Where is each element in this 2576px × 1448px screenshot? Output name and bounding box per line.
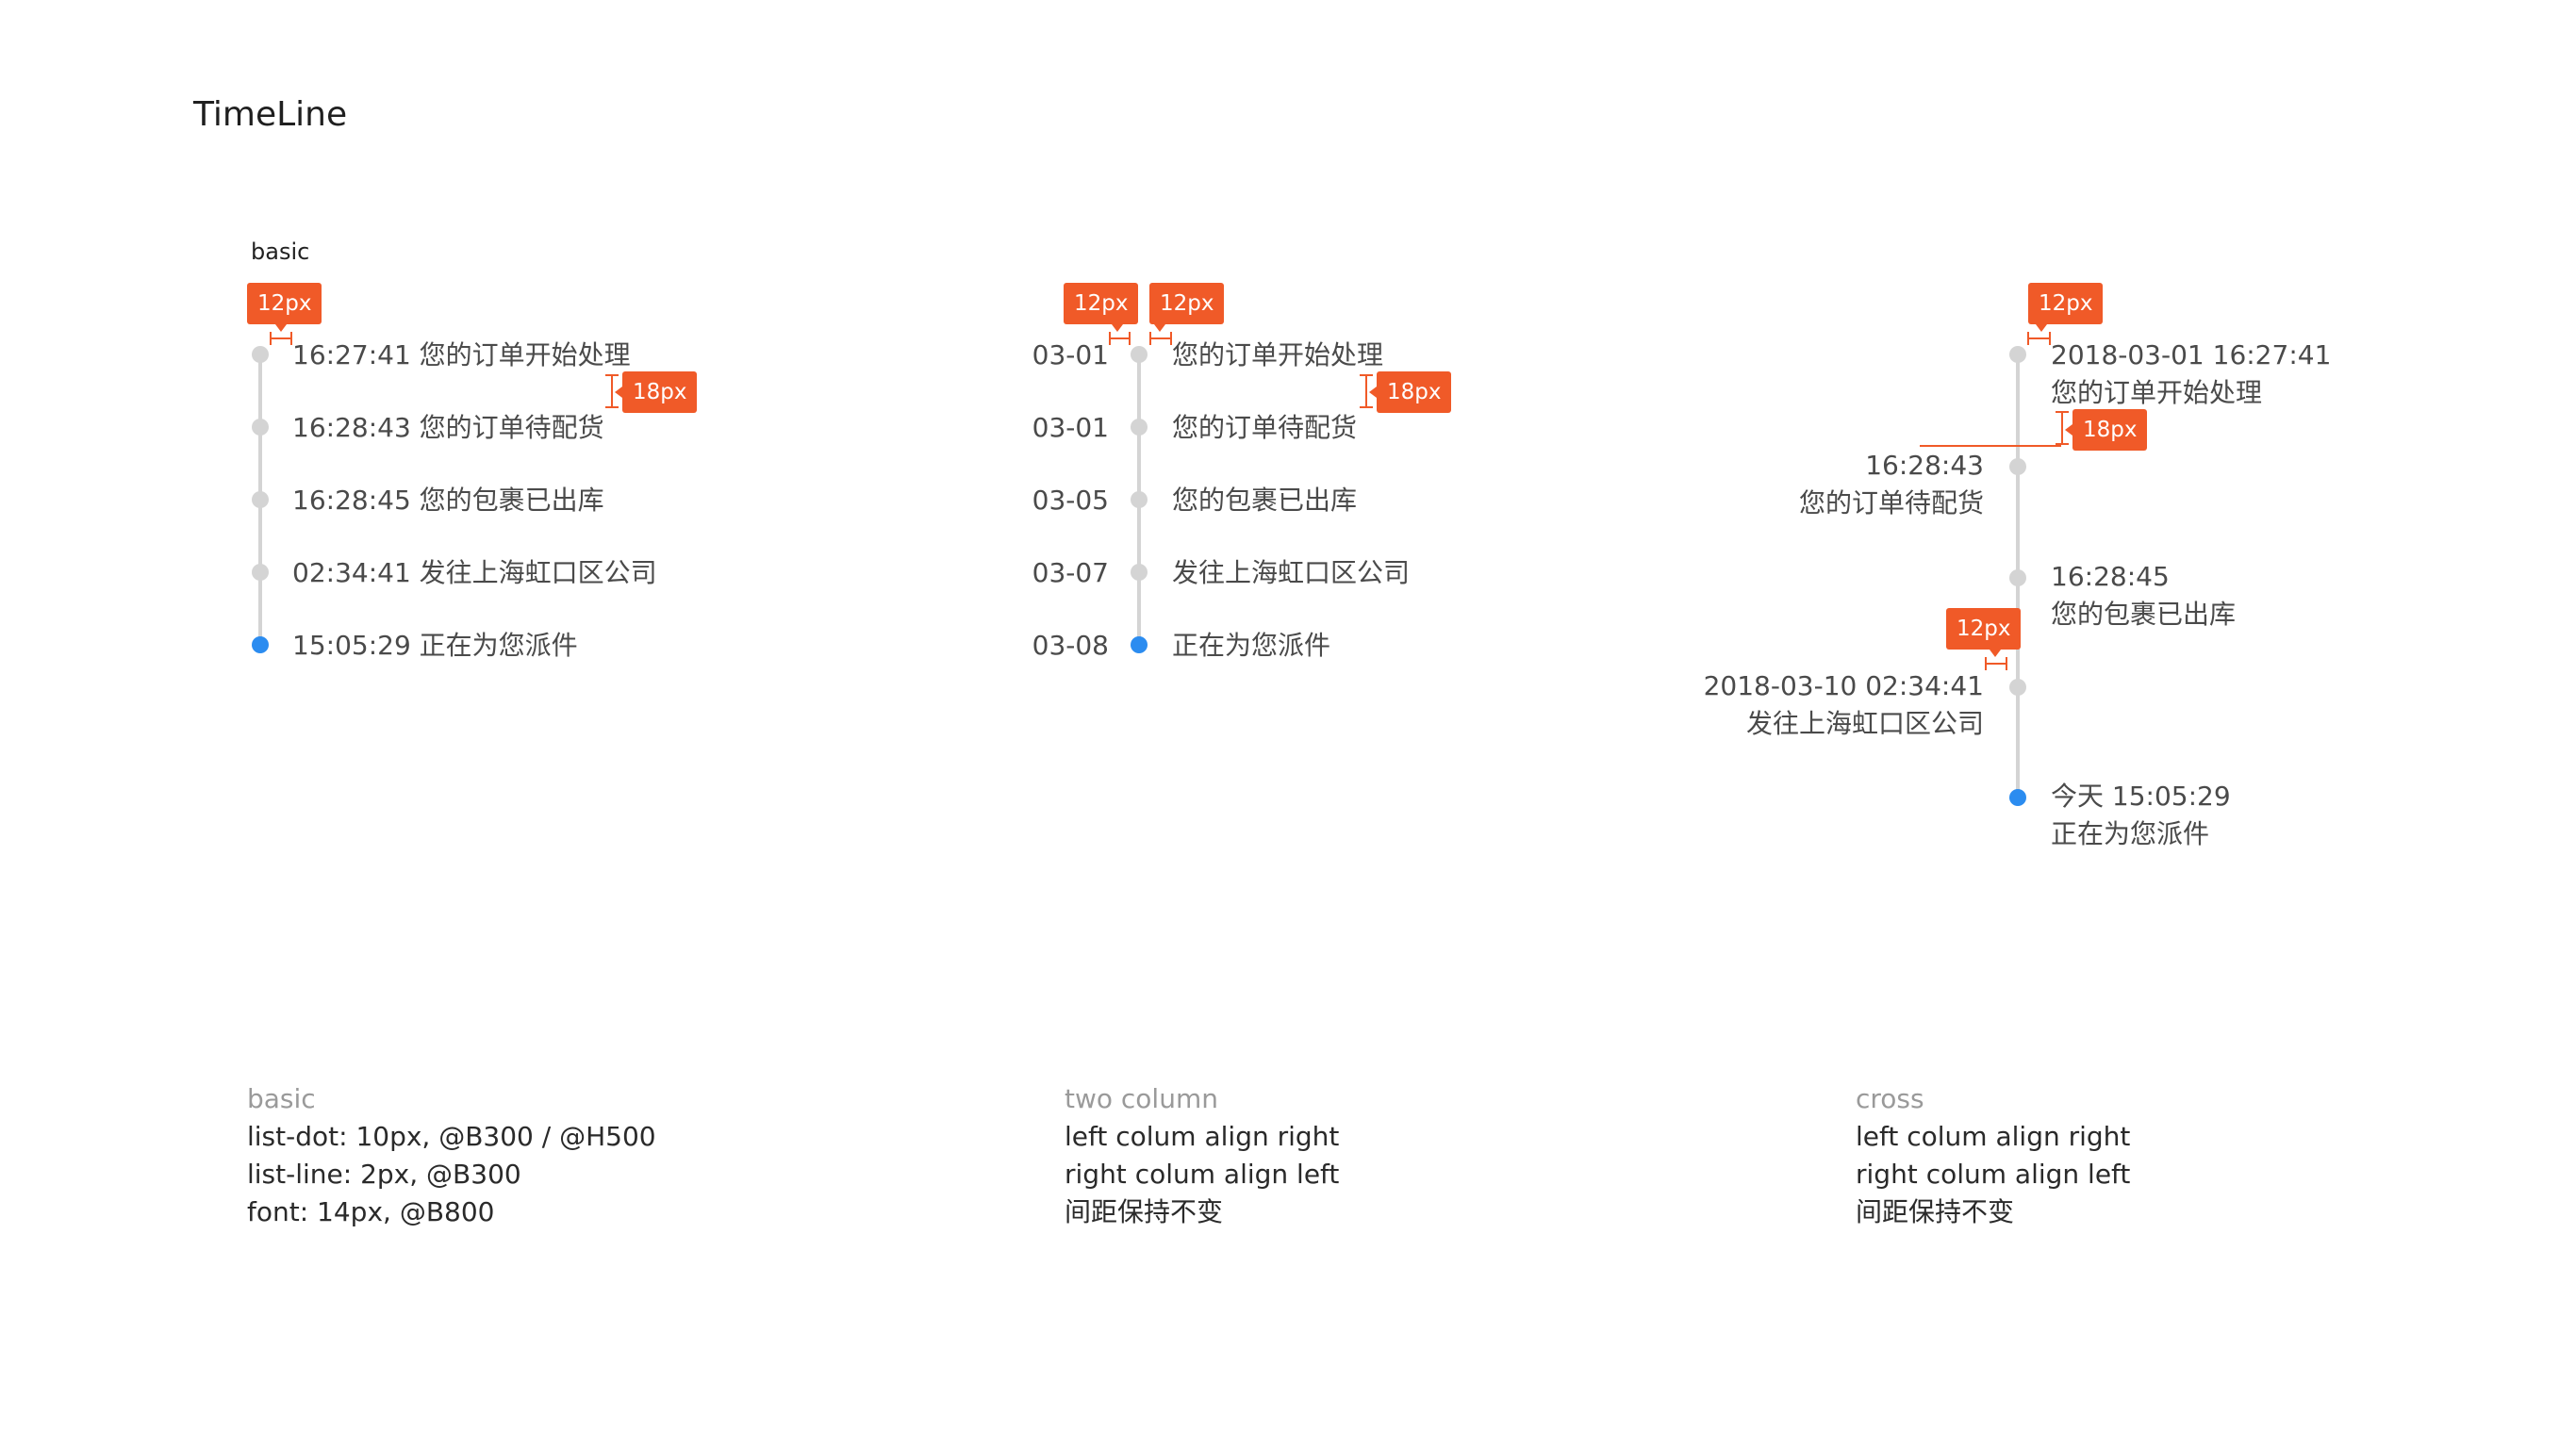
badge-pointer xyxy=(1990,650,2001,657)
vertical-measure xyxy=(605,374,619,408)
note-line: list-line: 2px, @B300 xyxy=(247,1159,521,1190)
page-title: TimeLine xyxy=(193,95,348,134)
timeline-date: 03-05 xyxy=(1032,485,1109,516)
note-line: left colum align right xyxy=(1065,1121,1340,1152)
timeline-item-time: 2018-03-10 02:34:41 xyxy=(1703,670,1984,701)
timeline-item-text: 您的订单待配货 xyxy=(1172,412,1358,443)
spacing-badge-left: 12px xyxy=(1064,283,1139,324)
timeline-date: 03-08 xyxy=(1032,630,1109,661)
note-line: right colum align left xyxy=(1856,1159,2131,1190)
two-column-notes: two column left colum align right right … xyxy=(1065,1080,1339,1231)
note-title: cross xyxy=(1856,1083,1924,1114)
timeline-item-text: 发往上海虹口区公司 xyxy=(1172,557,1411,588)
timeline-date: 03-01 xyxy=(1032,412,1109,443)
spacing-badge-left: 12px xyxy=(1946,608,2022,650)
timeline-dot-active xyxy=(1131,636,1148,653)
spacing-badge-right: 12px xyxy=(1149,283,1225,324)
badge-pointer xyxy=(615,387,622,398)
timeline-item-text: 发往上海虹口区公司 xyxy=(1745,708,1984,739)
timeline-item-time: 2018-03-01 16:27:41 xyxy=(2051,339,2332,370)
spacing-badge-horizontal: 12px xyxy=(247,283,322,324)
badge-pointer xyxy=(275,324,287,332)
badge-pointer xyxy=(1369,387,1377,398)
horizontal-measure xyxy=(1149,332,1172,345)
horizontal-measure xyxy=(1109,332,1131,345)
vertical-measure xyxy=(2056,411,2069,445)
timeline-item-text: 您的订单开始处理 xyxy=(2051,377,2263,408)
badge-pointer xyxy=(2036,324,2047,332)
spacing-badge-vertical: 18px xyxy=(2072,409,2148,451)
timeline-item-text: 您的订单开始处理 xyxy=(1172,339,1384,370)
timeline-item: 16:28:43 您的订单待配货 xyxy=(292,412,604,443)
timeline-item-text: 正在为您派件 xyxy=(2051,818,2210,849)
timeline-dot xyxy=(1131,346,1148,363)
timeline-dot xyxy=(252,491,269,508)
timeline-date: 03-07 xyxy=(1032,557,1109,588)
timeline-dot xyxy=(252,419,269,436)
alignment-guide xyxy=(1920,445,2061,447)
badge-pointer xyxy=(2065,424,2072,436)
timeline-dot xyxy=(2009,458,2026,475)
timeline-dot xyxy=(1131,419,1148,436)
spacing-badge-vertical: 18px xyxy=(622,371,698,413)
timeline-dot xyxy=(252,564,269,581)
timeline-dot xyxy=(2009,679,2026,696)
basic-section-label: basic xyxy=(251,239,310,265)
timeline-dot xyxy=(2009,346,2026,363)
timeline-item-text: 您的包裹已出库 xyxy=(1172,485,1358,516)
timeline-item-time: 16:28:45 xyxy=(2051,561,2170,592)
note-line: list-dot: 10px, @B300 / @H500 xyxy=(247,1121,656,1152)
timeline-item: 16:27:41 您的订单开始处理 xyxy=(292,339,631,370)
timeline-item: 02:34:41 发往上海虹口区公司 xyxy=(292,557,657,588)
badge-pointer xyxy=(1112,324,1123,332)
timeline-item-text: 您的订单待配货 xyxy=(1798,487,1984,518)
horizontal-measure xyxy=(2027,332,2051,345)
timeline-item-text: 您的包裹已出库 xyxy=(2051,599,2237,630)
timeline-dot xyxy=(1131,491,1148,508)
timeline-dot xyxy=(252,346,269,363)
timeline-dot xyxy=(2009,569,2026,586)
timeline-dot-active xyxy=(252,636,269,653)
timeline-dot-active xyxy=(2009,789,2026,806)
horizontal-measure xyxy=(1985,657,2007,670)
horizontal-measure xyxy=(270,332,292,345)
timeline-item-text: 正在为您派件 xyxy=(1172,630,1331,661)
note-line: left colum align right xyxy=(1856,1121,2131,1152)
timeline-item: 15:05:29 正在为您派件 xyxy=(292,630,578,661)
note-title: basic xyxy=(247,1083,316,1114)
note-line: 间距保持不变 xyxy=(1065,1196,1224,1227)
timeline-dot xyxy=(1131,564,1148,581)
timeline-item-time: 16:28:43 xyxy=(1865,450,1984,481)
note-title: two column xyxy=(1065,1083,1218,1114)
timeline-item-time: 今天 15:05:29 xyxy=(2051,781,2231,812)
cross-notes: cross left colum align right right colum… xyxy=(1856,1080,2130,1231)
note-line: right colum align left xyxy=(1065,1159,1340,1190)
vertical-measure xyxy=(1360,374,1373,408)
badge-pointer xyxy=(1154,324,1165,332)
timeline-date: 03-01 xyxy=(1032,339,1109,370)
basic-notes: basic list-dot: 10px, @B300 / @H500 list… xyxy=(247,1080,656,1231)
note-line: font: 14px, @B800 xyxy=(247,1196,495,1227)
spacing-badge-right: 12px xyxy=(2028,283,2104,324)
note-line: 间距保持不变 xyxy=(1856,1196,2015,1227)
spacing-badge-vertical: 18px xyxy=(1377,371,1452,413)
timeline-item: 16:28:45 您的包裹已出库 xyxy=(292,485,604,516)
